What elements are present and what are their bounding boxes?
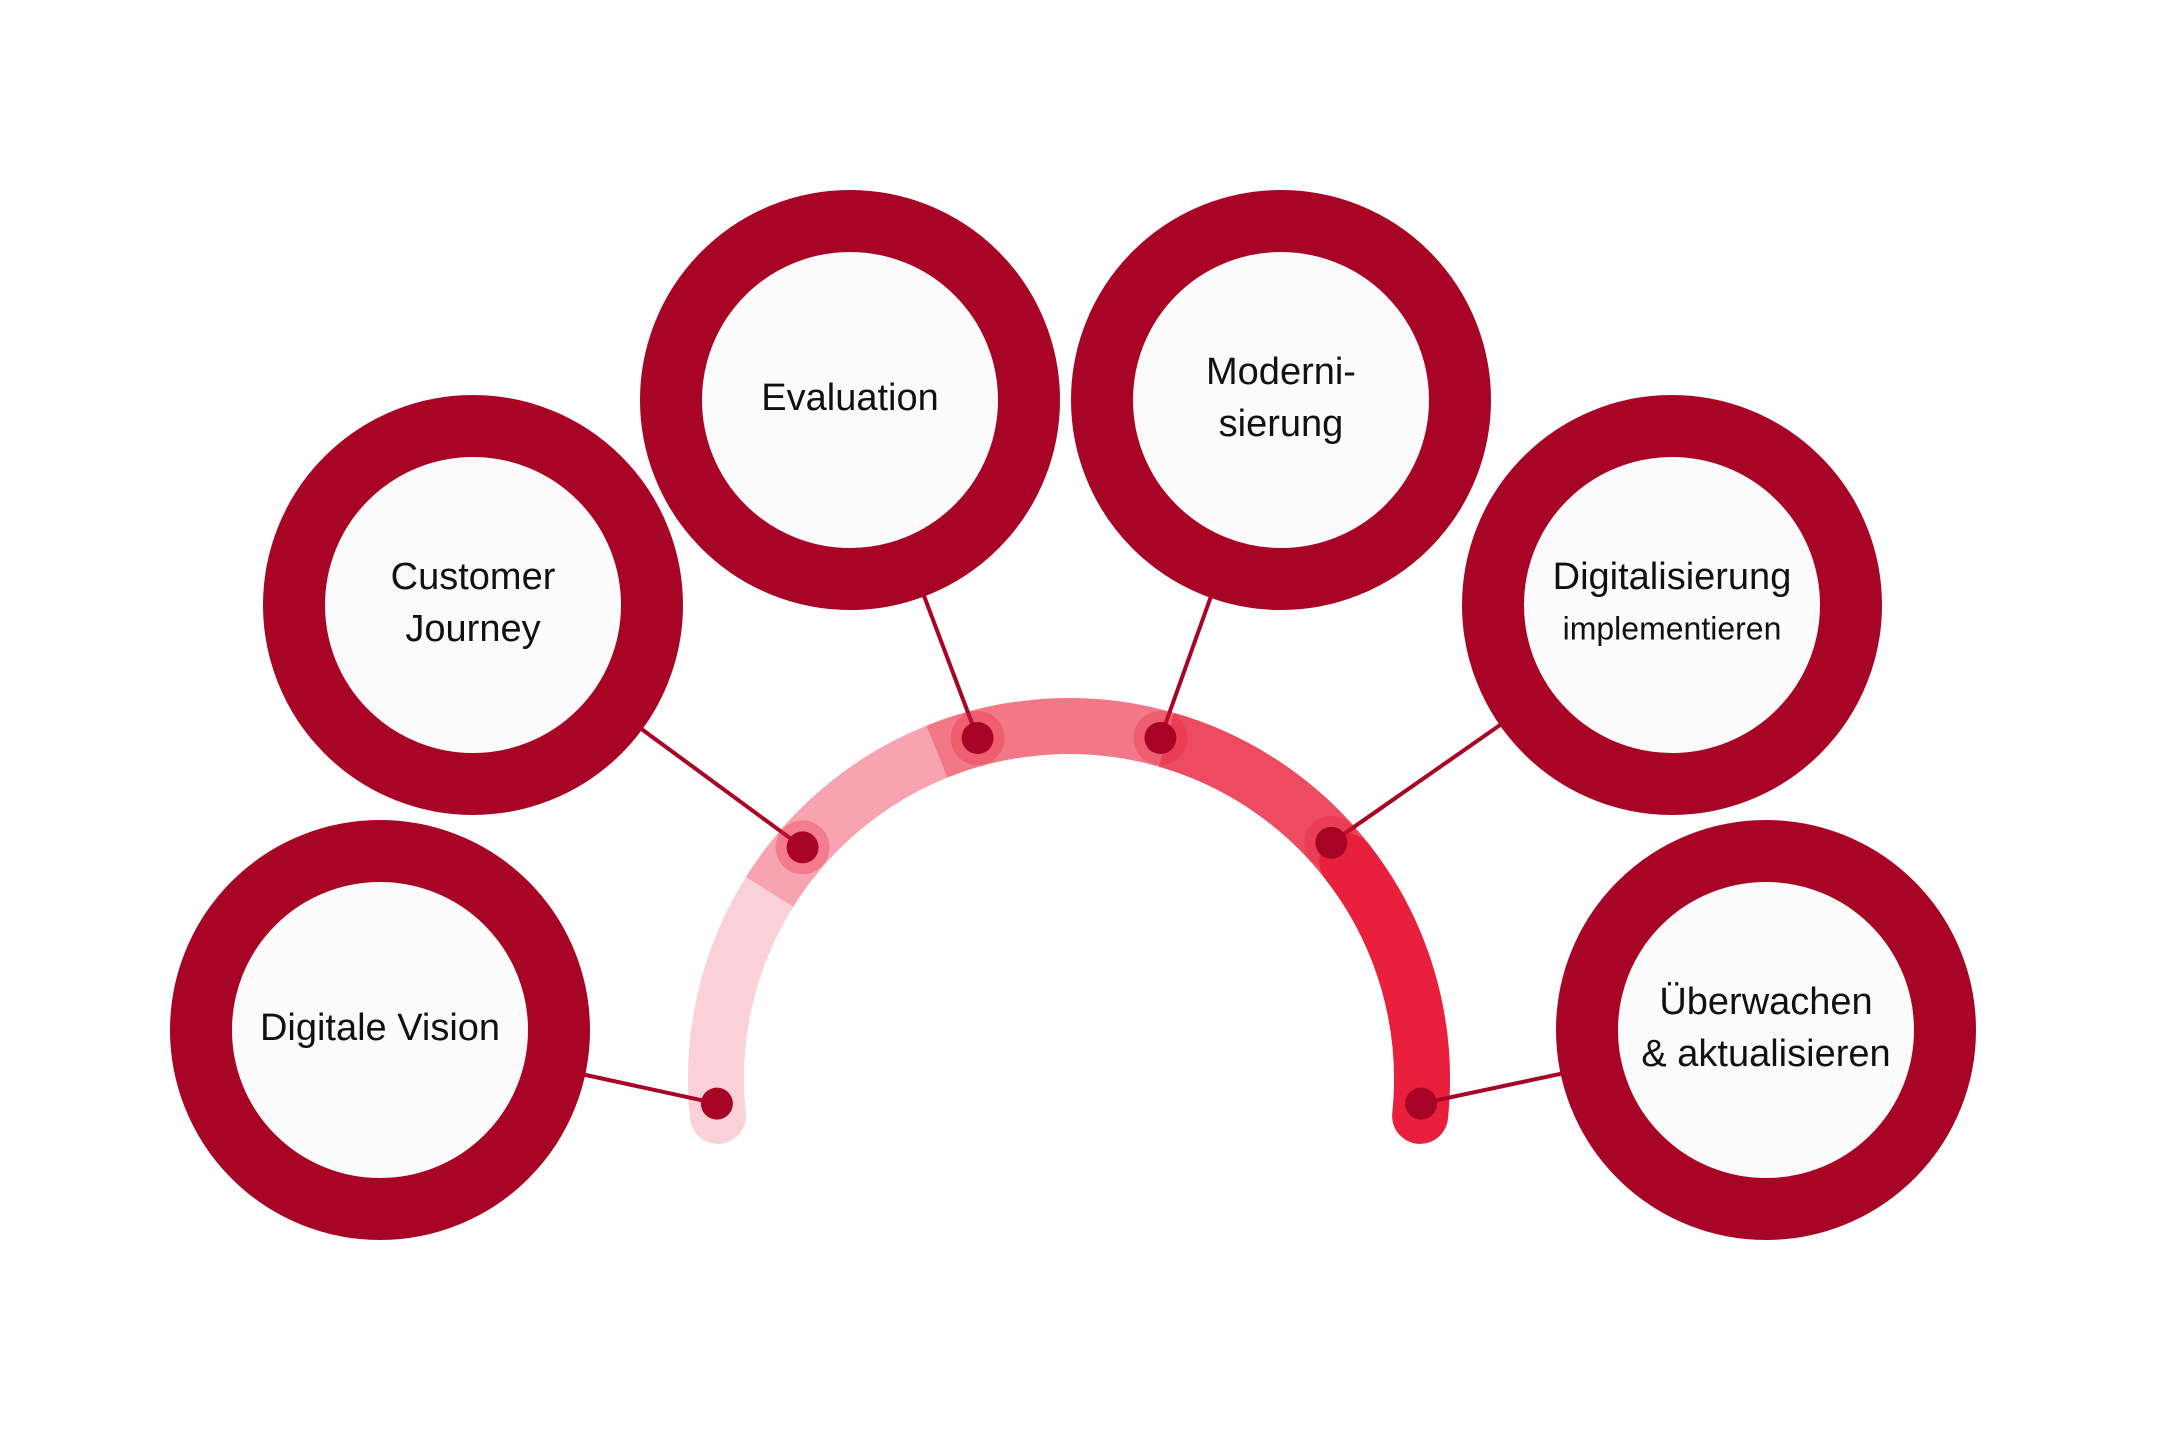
marker-dot-customer-journey <box>786 831 819 864</box>
node-label-ueberwachen-aktualisieren-line-2: & aktualisieren <box>1641 1033 1890 1075</box>
node-label-digitalisierung-implementieren-line-1: Digitalisierung <box>1553 556 1792 598</box>
marker-dot-digitalisierung-implementieren <box>1315 826 1348 859</box>
node-label-customer-journey-line-2: Journey <box>405 608 540 650</box>
connector-modernisierung <box>1158 593 1214 739</box>
marker-dot-ueberwachen-aktualisieren <box>1405 1087 1438 1120</box>
marker-dot-digitale-vision <box>700 1087 733 1120</box>
node-label-digitale-vision-line-1: Digitale Vision <box>260 1007 500 1049</box>
arc-markers <box>700 711 1438 1120</box>
node-label-modernisierung-line-1: Moderni- <box>1206 351 1356 393</box>
arc-segment-1 <box>688 863 798 1144</box>
step-node-evaluation: Evaluation <box>640 190 1060 610</box>
node-ring-customer-journey <box>263 395 683 815</box>
arc-segment-5 <box>1319 833 1450 1144</box>
node-label-digitalisierung-implementieren-line-2: implementieren <box>1563 610 1782 646</box>
node-label-customer-journey-line-1: Customer <box>391 556 556 598</box>
node-label-modernisierung-line-2: sierung <box>1219 403 1344 445</box>
step-node-ueberwachen-aktualisieren: Überwachen & aktualisieren <box>1556 820 1976 1240</box>
node-label-ueberwachen-aktualisieren-line-1: Überwachen <box>1659 981 1872 1023</box>
node-ring-digitalisierung-implementieren <box>1462 395 1882 815</box>
connector-evaluation <box>920 591 980 739</box>
marker-dot-modernisierung <box>1144 722 1177 754</box>
node-ring-ueberwachen-aktualisieren <box>1556 820 1976 1240</box>
node-ring-digitale-vision <box>170 820 590 1240</box>
connector-customer-journey <box>637 725 804 850</box>
step-node-digitalisierung-implementieren: Digitalisierung implementieren <box>1462 395 1882 815</box>
connector-digitalisierung-implementieren <box>1330 721 1505 845</box>
connector-digitale-vision <box>580 1072 718 1106</box>
step-node-digitale-vision: Digitale Vision <box>170 820 590 1240</box>
progress-arc <box>688 698 1450 1144</box>
arc-segment-2 <box>745 725 948 908</box>
node-ring-modernisierung <box>1071 190 1491 610</box>
connector-ueberwachen-aktualisieren <box>1420 1071 1565 1106</box>
connector-lines <box>580 591 1565 1106</box>
step-node-modernisierung: Moderni-sierung <box>1071 190 1491 610</box>
node-label-evaluation-line-1: Evaluation <box>761 377 938 419</box>
marker-dot-evaluation <box>961 722 994 754</box>
node-ring-evaluation <box>640 190 1060 610</box>
